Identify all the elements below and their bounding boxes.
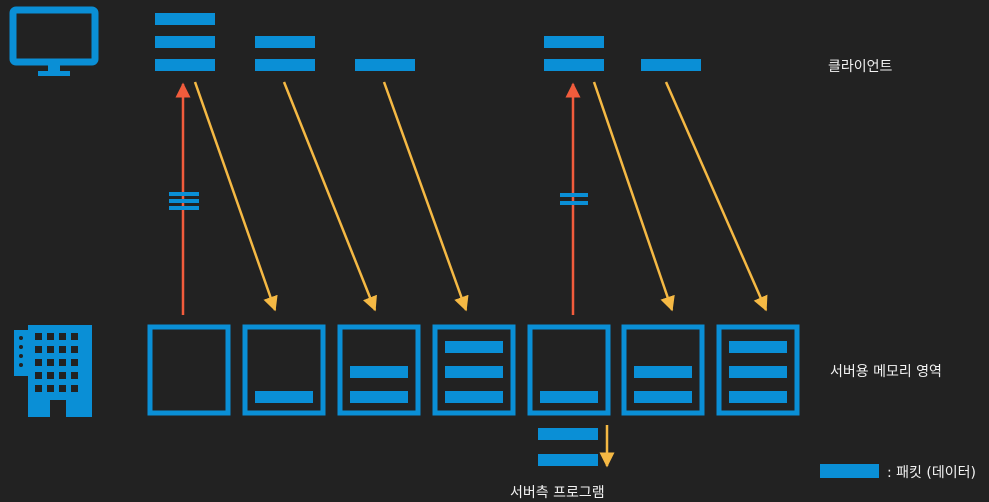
- transfer-arrow: [382, 81, 469, 312]
- client-packet-group: [544, 36, 604, 71]
- memory-slot-frame: [716, 324, 800, 416]
- memory-slot-frame: [621, 324, 705, 416]
- client-packet-group: [155, 13, 215, 71]
- client-packet-group: [641, 59, 701, 71]
- packet: [255, 391, 313, 403]
- packet: [350, 391, 408, 403]
- memory-slot: [242, 324, 326, 416]
- server-program-packets: [538, 428, 598, 466]
- request-packet-marker: [560, 193, 588, 205]
- packet: [544, 59, 604, 71]
- monitor-icon: [9, 6, 99, 76]
- memory-slot-frame: [432, 324, 516, 416]
- transfer-arrows: [193, 81, 768, 468]
- memory-slot: [147, 324, 231, 416]
- client-packet-group: [255, 36, 315, 71]
- packet: [255, 36, 315, 48]
- packet: [445, 366, 503, 378]
- packet: [445, 391, 503, 403]
- legend-packet-swatch: [820, 464, 879, 478]
- request-arrows: [169, 82, 588, 315]
- packet: [729, 341, 787, 353]
- packet: [641, 59, 701, 71]
- packet: [544, 36, 604, 48]
- client-packet-groups: [155, 13, 701, 71]
- server-program-label: 서버측 프로그램: [510, 485, 605, 501]
- packet: [634, 391, 692, 403]
- packet: [350, 366, 408, 378]
- transfer-arrow: [193, 81, 278, 312]
- transfer-arrow: [664, 81, 768, 312]
- building-icon: [14, 325, 92, 417]
- packet: [355, 59, 415, 71]
- client-packet-group: [355, 59, 415, 71]
- memory-slot: [621, 324, 705, 416]
- client-label: 클라이언트: [828, 59, 893, 75]
- packet: [729, 366, 787, 378]
- request-packet-marker: [169, 192, 199, 210]
- transfer-arrow: [592, 81, 675, 312]
- server-memory-label: 서버용 메모리 영역: [830, 364, 942, 380]
- memory-slot: [432, 324, 516, 416]
- packet: [255, 59, 315, 71]
- packet: [540, 391, 598, 403]
- packet: [729, 391, 787, 403]
- memory-slot: [337, 324, 421, 416]
- packet: [538, 428, 598, 440]
- memory-slot-frame: [527, 324, 611, 416]
- packet: [155, 36, 215, 48]
- packet: [538, 454, 598, 466]
- packet: [445, 341, 503, 353]
- memory-slot-frame: [242, 324, 326, 416]
- server-memory-slots: [147, 324, 800, 416]
- packet: [155, 13, 215, 25]
- legend-label: : 패킷 (데이터): [887, 465, 976, 481]
- memory-slot: [527, 324, 611, 416]
- memory-slot: [716, 324, 800, 416]
- packet: [634, 366, 692, 378]
- memory-slot-frame: [147, 324, 231, 416]
- memory-slot-frame: [337, 324, 421, 416]
- packet: [155, 59, 215, 71]
- transfer-arrow: [282, 81, 377, 312]
